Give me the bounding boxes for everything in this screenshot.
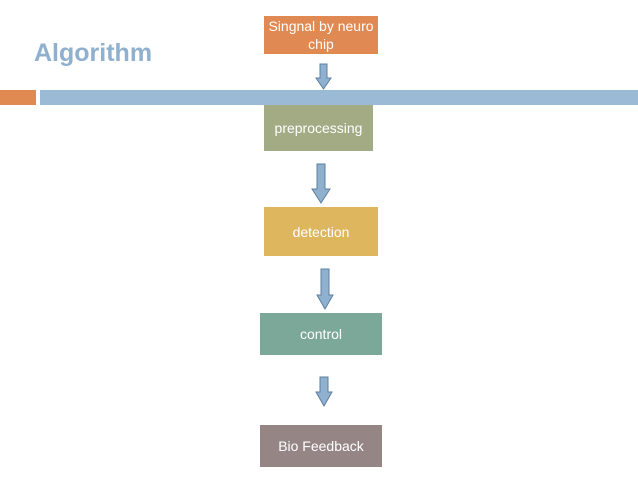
flow-step-signal-label: Singnal by neurochip: [268, 18, 374, 52]
down-arrow-icon: [316, 268, 334, 311]
down-arrow-icon: [315, 376, 333, 408]
down-arrow-icon: [311, 163, 331, 204]
flow-step-detection-label: detection: [292, 223, 350, 240]
flow-step-preprocessing-label: preprocessing: [274, 120, 363, 136]
flow-step-control-label: control: [299, 326, 343, 342]
flow-step-bio-feedback: Bio Feedback: [260, 425, 382, 467]
flow-step-signal: Singnal by neurochip: [264, 16, 378, 54]
flow-step-detection: detection: [264, 207, 378, 256]
flow-step-preprocessing: preprocessing: [264, 105, 373, 151]
title-underline-bar: [40, 90, 638, 105]
slide-title: Algorithm: [34, 39, 153, 67]
flow-step-control: control: [260, 313, 382, 355]
down-arrow-icon: [315, 63, 332, 90]
title-accent-bar: [0, 90, 36, 105]
flow-step-bio-feedback-label: Bio Feedback: [278, 438, 364, 454]
